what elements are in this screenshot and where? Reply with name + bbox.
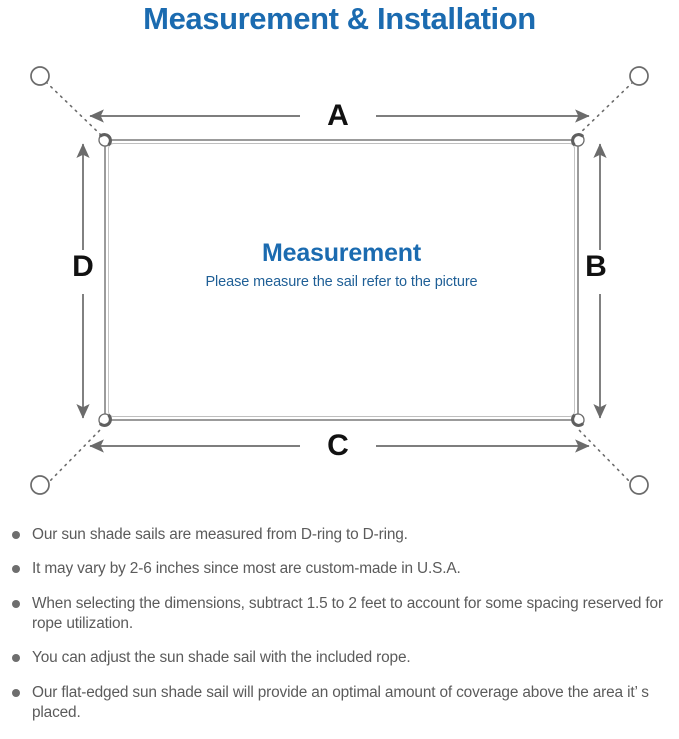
bullet-dot-icon — [12, 654, 20, 663]
dimension-arrows — [76, 109, 607, 453]
list-item: Our flat-edged sun shade sail will provi… — [0, 683, 679, 724]
d-ring-icon-bottom-right-arc — [571, 414, 584, 427]
bullet-dot-icon — [12, 599, 20, 608]
anchor-ring-icon-bottom-left — [30, 475, 50, 495]
rope-top-right — [577, 81, 634, 136]
sail-rectangle-inner-edge — [108, 143, 575, 417]
d-rings — [98, 133, 585, 427]
list-item: It may vary by 2-6 inches since most are… — [0, 559, 679, 579]
anchor-ring-icon-top-right — [629, 66, 649, 86]
rope-bottom-left — [45, 428, 102, 486]
rope-top-left — [45, 81, 102, 136]
list-item-text: Our flat-edged sun shade sail will provi… — [32, 683, 649, 721]
bullet-dot-icon — [12, 688, 20, 697]
rope-bottom-right — [577, 428, 634, 486]
bullet-dot-icon — [12, 531, 20, 539]
list-item-text: When selecting the dimensions, subtract … — [32, 594, 663, 632]
measurement-diagram: A C D B Measurement Please measure the s… — [0, 45, 679, 515]
dimension-label-A: A — [327, 99, 349, 132]
diagram-svg — [30, 66, 649, 495]
sail-rectangle — [104, 139, 579, 421]
anchor-ring-icon-top-left — [30, 66, 50, 86]
rope-lines — [45, 81, 634, 486]
dimension-label-C: C — [327, 429, 349, 462]
dimension-label-D: D — [72, 250, 94, 283]
dimension-label-B: B — [585, 250, 607, 283]
page-title: Measurement & Installation — [143, 1, 536, 36]
notes-list: Our sun shade sails are measured from D-… — [0, 525, 679, 737]
d-ring-icon-top-right-arc — [571, 133, 584, 146]
list-item: Our sun shade sails are measured from D-… — [0, 525, 679, 545]
bullet-dot-icon — [12, 565, 20, 574]
d-ring-icon-bottom-left-arc — [99, 414, 112, 427]
list-item: You can adjust the sun shade sail with t… — [0, 648, 679, 668]
list-item: When selecting the dimensions, subtract … — [0, 594, 679, 635]
list-item-text: You can adjust the sun shade sail with t… — [32, 649, 411, 667]
anchor-ring-icon-bottom-right — [629, 475, 649, 495]
anchor-rings — [30, 66, 649, 495]
d-ring-icon-top-left-arc — [99, 133, 112, 146]
list-item-text: Our sun shade sails are measured from D-… — [32, 526, 408, 543]
list-item-text: It may vary by 2-6 inches since most are… — [32, 560, 461, 578]
